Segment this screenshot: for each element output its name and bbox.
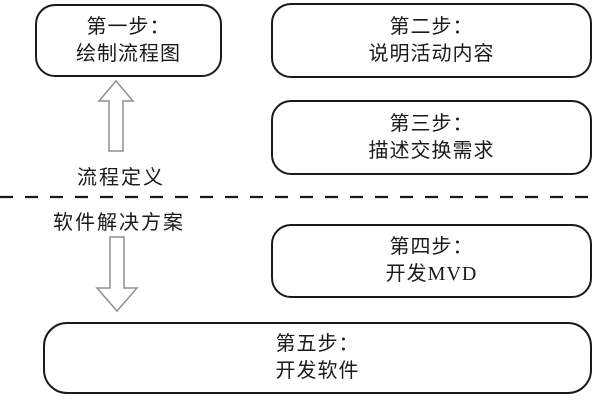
step2-box: 第二步： 说明活动内容	[271, 3, 592, 78]
step4-box: 第四步： 开发MVD	[271, 224, 592, 298]
step4-title: 第四步：	[389, 236, 474, 258]
zone-label-process-definition: 流程定义	[77, 167, 165, 189]
step3-box: 第三步： 描述交换需求	[271, 100, 592, 175]
step2-description: 说明活动内容	[368, 42, 495, 65]
step3-description: 描述交换需求	[368, 139, 495, 162]
step4-description: 开发MVD	[385, 263, 478, 285]
dashed-divider	[0, 195, 600, 199]
step1-description: 绘制流程图	[76, 42, 181, 65]
step2-title: 第二步：	[389, 15, 474, 38]
zone-label-software-solution: 软件解决方案	[53, 212, 185, 234]
step1-title: 第一步：	[86, 15, 171, 38]
step5-box: 第五步： 开发软件	[43, 322, 592, 394]
down-arrow-icon	[95, 236, 139, 312]
step5-description: 开发软件	[275, 360, 360, 382]
step3-title: 第三步：	[389, 112, 474, 135]
up-arrow-icon	[97, 80, 135, 152]
step5-title: 第五步：	[275, 333, 360, 355]
step1-box: 第一步： 绘制流程图	[35, 4, 222, 77]
